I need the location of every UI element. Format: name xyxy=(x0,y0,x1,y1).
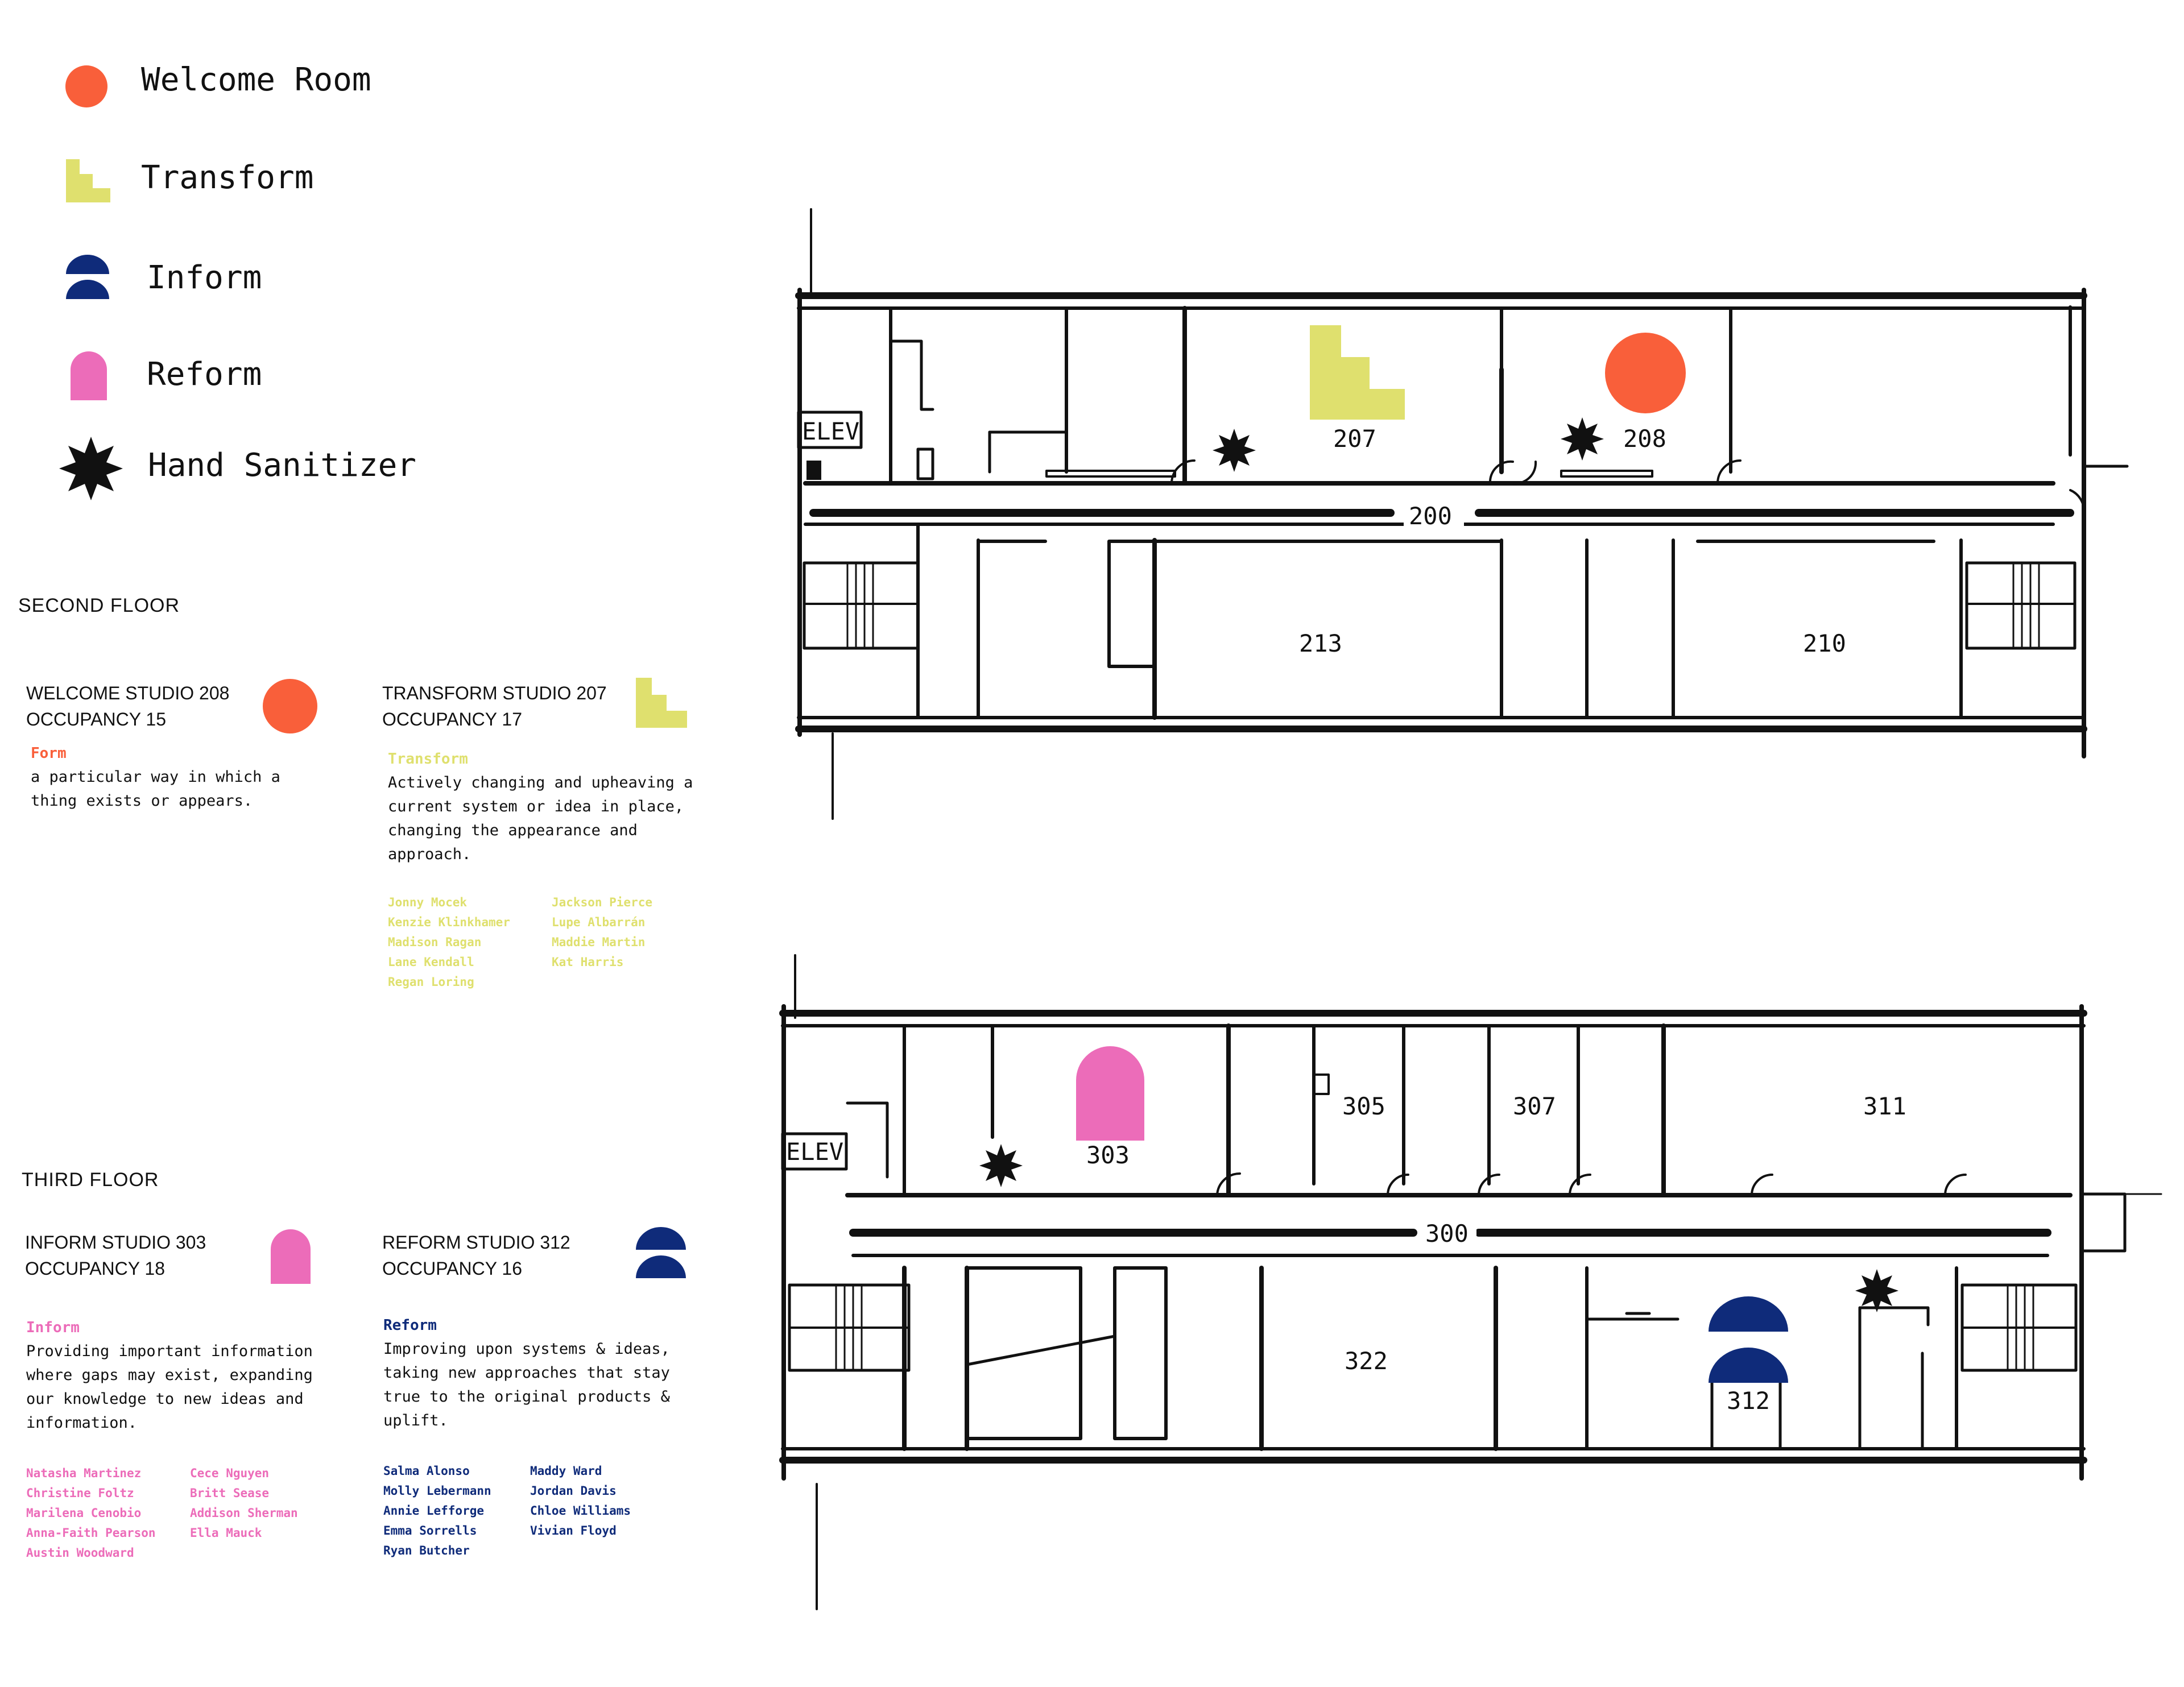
welcome-orange-circle-icon xyxy=(263,679,317,733)
list-item: Anna-Faith Pearson xyxy=(26,1526,156,1540)
corridor-label-200: 200 xyxy=(1409,502,1452,530)
inform-studio-303-marker xyxy=(1076,1046,1144,1141)
list-item: Maddy Ward xyxy=(530,1464,602,1478)
list-item: Jonny Mocek xyxy=(388,896,468,909)
reform-studio-name: REFORM STUDIO 312 xyxy=(382,1232,570,1253)
room-label-213: 213 xyxy=(1299,629,1342,657)
list-item: Chloe Williams xyxy=(530,1504,631,1518)
inform-definition: Providing important information where ga… xyxy=(26,1342,313,1432)
orange-circle-icon xyxy=(65,65,107,107)
transform-names-col2: Jackson Pierce Lupe Albarrán Maddie Mart… xyxy=(552,893,652,972)
room-label-311: 311 xyxy=(1863,1092,1906,1120)
hand-sanitizer-icon xyxy=(979,1144,1023,1187)
list-item: Molly Lebermann xyxy=(383,1484,491,1498)
second-floor-title: SECOND FLOOR xyxy=(18,595,180,616)
reform-studio-occupancy: OCCUPANCY 16 xyxy=(382,1258,522,1279)
room-label-312: 312 xyxy=(1727,1387,1770,1415)
transform-studio-207-marker xyxy=(1310,325,1405,420)
inform-arch-icon xyxy=(271,1229,311,1284)
list-item: Cece Nguyen xyxy=(190,1466,270,1480)
transform-studio-heading: TRANSFORM STUDIO 207 OCCUPANCY 17 xyxy=(382,680,607,732)
room-label-303: 303 xyxy=(1086,1141,1130,1169)
third-floor-title: THIRD FLOOR xyxy=(22,1169,159,1191)
room-label-210: 210 xyxy=(1803,629,1846,657)
list-item: Kenzie Klinkhamer xyxy=(388,915,510,929)
elevator-label: ELEV xyxy=(802,417,859,445)
inform-studio-name: INFORM STUDIO 303 xyxy=(25,1232,206,1253)
transform-term: Transform xyxy=(388,751,468,768)
room-label-208: 208 xyxy=(1623,425,1666,453)
yellow-stairs-icon xyxy=(66,159,110,202)
list-item: Regan Loring xyxy=(388,975,474,989)
inform-studio-occupancy: OCCUPANCY 18 xyxy=(25,1258,165,1279)
welcome-studio-heading: WELCOME STUDIO 208 OCCUPANCY 15 xyxy=(26,680,229,732)
legend-label-transform: Transform xyxy=(141,159,314,196)
legend-label-hand-sanitizer: Hand Sanitizer xyxy=(148,447,417,484)
list-item: Britt Sease xyxy=(190,1486,270,1500)
legend-label-welcome: Welcome Room xyxy=(141,61,371,98)
hand-sanitizer-icon xyxy=(1855,1269,1898,1312)
black-starburst-icon xyxy=(59,437,123,500)
reform-double-semicircle-icon xyxy=(636,1227,686,1278)
room-label-307: 307 xyxy=(1513,1092,1556,1120)
room-label-322: 322 xyxy=(1345,1347,1388,1375)
navy-double-semicircle-icon xyxy=(66,255,109,299)
inform-names-col1: Natasha Martinez Christine Foltz Marilen… xyxy=(26,1464,156,1563)
room-label-305: 305 xyxy=(1342,1092,1385,1120)
transform-definition: Actively changing and upheaving a curren… xyxy=(388,774,693,863)
pink-arch-icon xyxy=(71,351,107,400)
legend-label-inform: Inform xyxy=(147,259,262,296)
list-item: Ryan Butcher xyxy=(383,1544,470,1557)
corridor-label-300: 300 xyxy=(1425,1220,1469,1247)
list-item: Ella Mauck xyxy=(190,1526,262,1540)
reform-studio-heading: REFORM STUDIO 312 OCCUPANCY 16 xyxy=(382,1229,570,1282)
list-item: Lupe Albarrán xyxy=(552,915,646,929)
list-item: Vivian Floyd xyxy=(530,1524,617,1537)
list-item: Marilena Cenobio xyxy=(26,1506,142,1520)
inform-studio-heading: INFORM STUDIO 303 OCCUPANCY 18 xyxy=(25,1229,206,1282)
transform-names-col1: Jonny Mocek Kenzie Klinkhamer Madison Ra… xyxy=(388,893,510,992)
reform-definition: Improving upon systems & ideas, taking n… xyxy=(383,1340,670,1429)
list-item: Madison Ragan xyxy=(388,935,482,949)
reform-studio-312-marker-bottom xyxy=(1709,1348,1788,1383)
reform-names-col2: Maddy Ward Jordan Davis Chloe Williams V… xyxy=(530,1461,631,1541)
transform-studio-occupancy: OCCUPANCY 17 xyxy=(382,709,522,729)
room-label-207: 207 xyxy=(1333,425,1376,453)
reform-names-col1: Salma Alonso Molly Lebermann Annie Leffo… xyxy=(383,1461,491,1561)
list-item: Emma Sorrells xyxy=(383,1524,477,1537)
list-item: Annie Lefforge xyxy=(383,1504,485,1518)
welcome-studio-occupancy: OCCUPANCY 15 xyxy=(26,709,166,729)
welcome-definition: a particular way in which a thing exists… xyxy=(31,768,280,810)
inform-term: Inform xyxy=(26,1319,80,1336)
hand-sanitizer-icon xyxy=(1561,417,1604,461)
list-item: Maddie Martin xyxy=(552,935,646,949)
hand-sanitizer-icon xyxy=(1213,429,1256,472)
list-item: Natasha Martinez xyxy=(26,1466,142,1480)
elevator-label: ELEV xyxy=(786,1138,843,1166)
reform-term: Reform xyxy=(383,1317,437,1334)
list-item: Salma Alonso xyxy=(383,1464,470,1478)
list-item: Jackson Pierce xyxy=(552,896,653,909)
list-item: Kat Harris xyxy=(552,955,624,969)
transform-studio-name: TRANSFORM STUDIO 207 xyxy=(382,683,607,703)
welcome-studio-208-marker xyxy=(1605,333,1686,413)
transform-stairs-icon xyxy=(636,678,687,728)
inform-names-col2: Cece Nguyen Britt Sease Addison Sherman … xyxy=(190,1464,298,1543)
list-item: Jordan Davis xyxy=(530,1484,617,1498)
welcome-studio-name: WELCOME STUDIO 208 xyxy=(26,683,230,703)
list-item: Christine Foltz xyxy=(26,1486,134,1500)
list-item: Addison Sherman xyxy=(190,1506,298,1520)
welcome-term: Form xyxy=(31,745,67,762)
legend-label-reform: Reform xyxy=(147,356,262,393)
list-item: Austin Woodward xyxy=(26,1546,134,1560)
reform-studio-312-marker-top xyxy=(1709,1296,1788,1332)
list-item: Lane Kendall xyxy=(388,955,474,969)
